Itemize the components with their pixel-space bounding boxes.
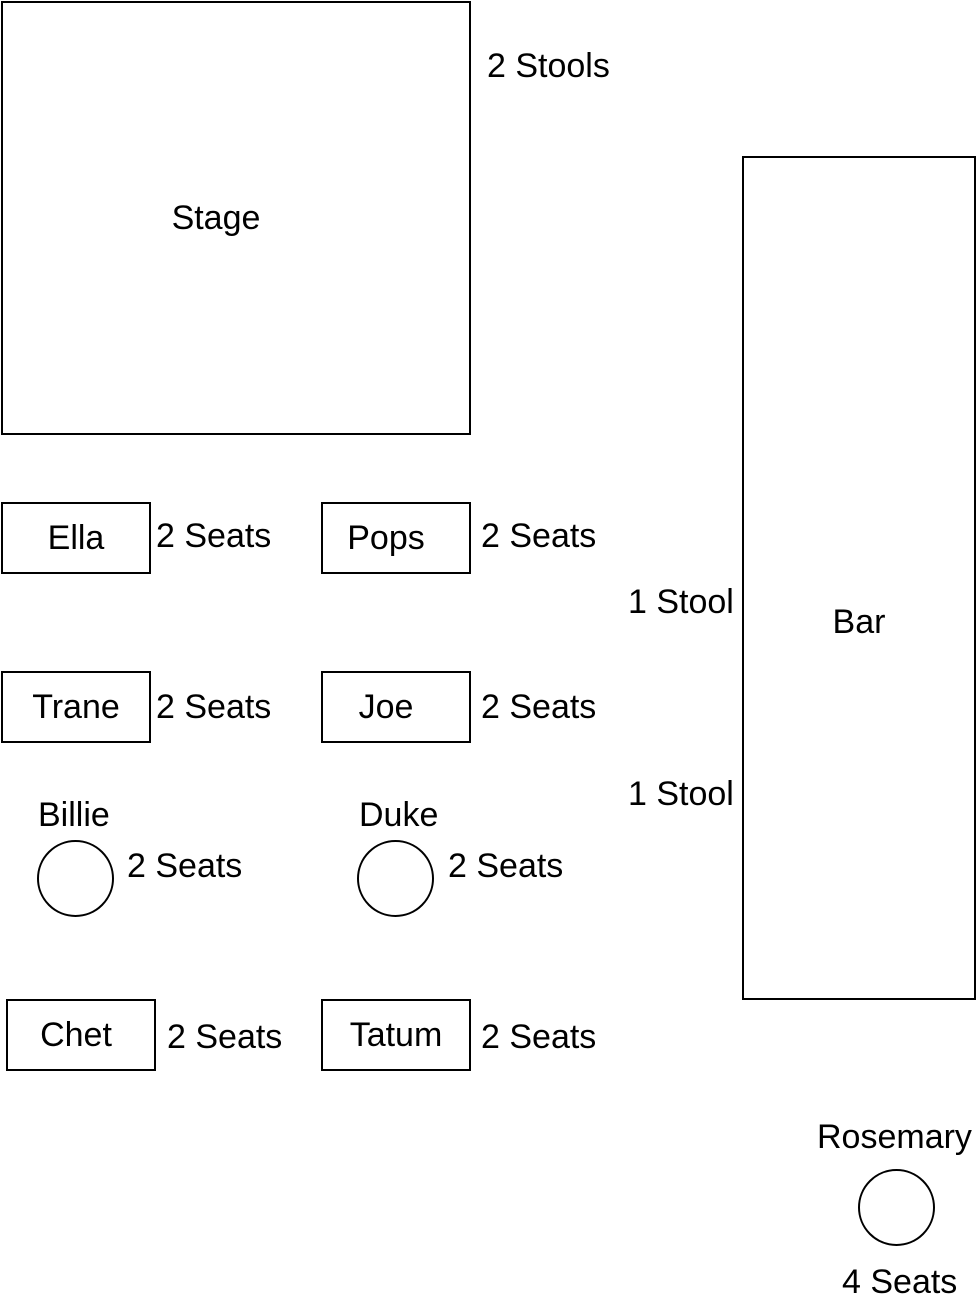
stage-label: Stage: [171, 199, 261, 237]
table-billie-seats: 2 Seats: [127, 847, 243, 885]
bar-label: Bar: [832, 603, 886, 641]
table-tatum: Tatum: [321, 999, 471, 1071]
table-trane: Trane: [1, 671, 151, 743]
bar-stool-upper-label: 1 Stool: [628, 583, 734, 621]
table-chet-name: Chet: [40, 1016, 112, 1054]
bar: Bar: [742, 156, 976, 1000]
table-trane-name: Trane: [32, 688, 120, 726]
table-pops-name: Pops: [347, 519, 425, 557]
table-joe-name: Joe: [358, 688, 414, 726]
table-billie-name: Billie: [38, 796, 110, 834]
table-duke-seats: 2 Seats: [448, 847, 564, 885]
table-trane-seats: 2 Seats: [156, 688, 272, 726]
table-tatum-seats: 2 Seats: [481, 1018, 597, 1056]
table-joe-seats: 2 Seats: [481, 688, 597, 726]
table-joe: Joe: [321, 671, 471, 743]
table-rosemary: [858, 1169, 935, 1246]
table-chet-seats: 2 Seats: [167, 1018, 283, 1056]
table-pops: Pops: [321, 502, 471, 574]
table-duke-name: Duke: [359, 796, 439, 834]
table-ella: Ella: [1, 502, 151, 574]
table-ella-seats: 2 Seats: [156, 517, 272, 555]
table-pops-seats: 2 Seats: [481, 517, 597, 555]
table-tatum-name: Tatum: [349, 1016, 443, 1054]
stage-stools-label: 2 Stools: [487, 47, 610, 85]
table-rosemary-name: Rosemary: [817, 1118, 972, 1156]
table-duke: [357, 840, 434, 917]
stage: Stage: [1, 1, 471, 435]
bar-stool-lower-label: 1 Stool: [628, 775, 734, 813]
table-ella-name: Ella: [47, 519, 105, 557]
table-chet: Chet: [6, 999, 156, 1071]
table-billie: [37, 840, 114, 917]
table-rosemary-seats: 4 Seats: [842, 1263, 958, 1301]
